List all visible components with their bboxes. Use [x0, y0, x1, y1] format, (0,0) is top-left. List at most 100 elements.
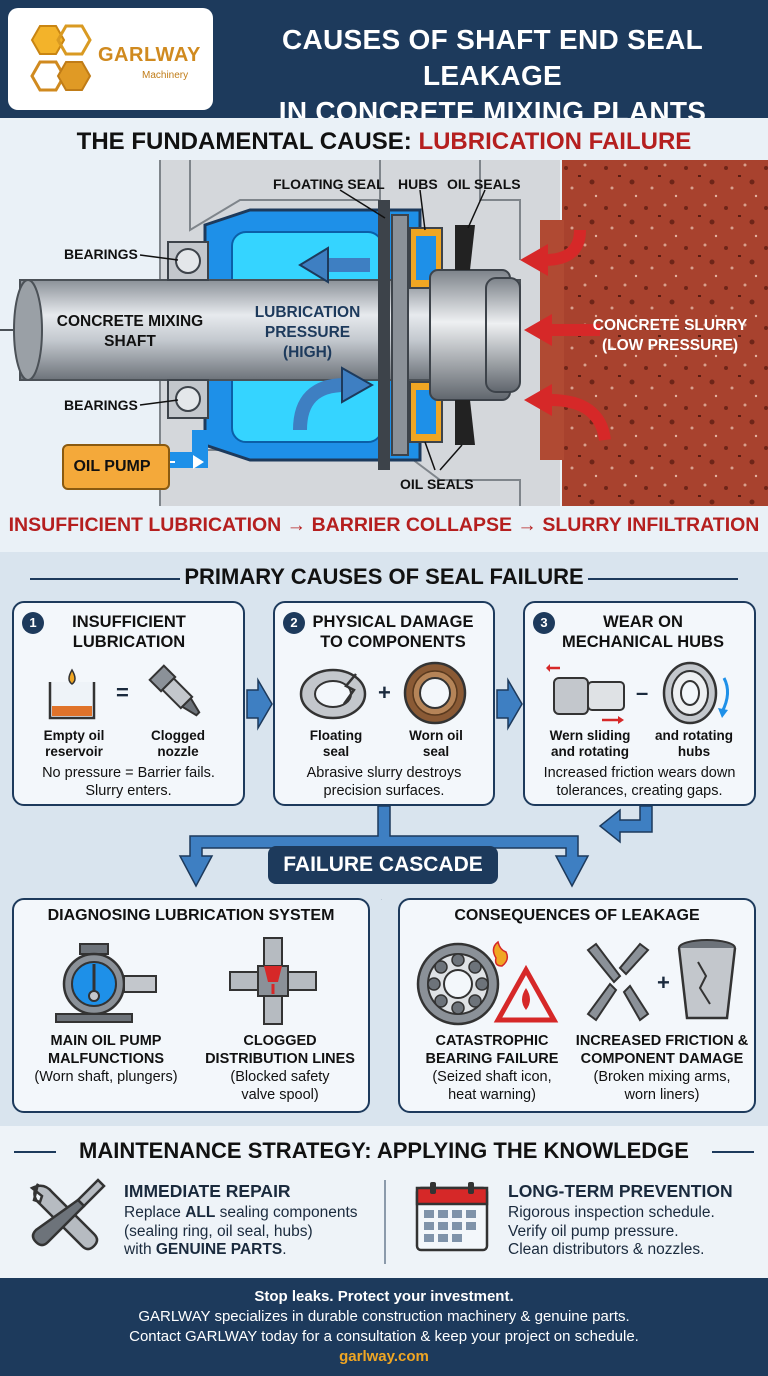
seal-cross-section-diagram	[0, 160, 768, 506]
cause-3-description: Increased friction wears down tolerances…	[527, 764, 752, 800]
broken-mixing-arms-icon	[586, 942, 650, 1022]
prevention-line-3: Clean distributors & nozzles.	[508, 1241, 705, 1258]
maint-vertical-divider	[384, 1180, 386, 1264]
cause-3-item-1-line-2: and rotating	[551, 744, 629, 759]
cause-3-item-1: Wern sliding and rotating	[544, 728, 636, 760]
label-slurry-line-1: CONCRETE SLURRY	[592, 317, 748, 334]
oil-seal-top	[455, 225, 475, 270]
floating-seal-icon	[299, 668, 367, 720]
fundamental-title-highlight: LUBRICATION FAILURE	[418, 128, 692, 155]
maintenance-title: MAINTENANCE STRATEGY: APPLYING THE KNOWL…	[79, 1138, 689, 1163]
label-pressure-line-2: PRESSURE	[264, 324, 351, 341]
consequences-item-1-desc: (Seized shaft icon, heat warning)	[410, 1068, 574, 1104]
cause-1-item-1: Empty oil reservoir	[34, 728, 114, 760]
consequences-item-1-line-1: CATASTROPHIC	[435, 1033, 549, 1049]
cause-1-item-2-line-2: nozzle	[157, 744, 199, 759]
cause-3-title-line-2: MECHANICAL HUBS	[562, 633, 724, 651]
cause-1-title-line-1: INSUFFICIENT	[72, 613, 186, 631]
logo-name: GARLWAY	[98, 44, 201, 66]
diagnosing-item-2-title: CLOGGED DISTRIBUTION LINES	[196, 1032, 364, 1068]
cause-1-item-1-line-1: Empty oil	[43, 728, 105, 743]
diagnosing-item-2-line-1: CLOGGED	[243, 1033, 317, 1049]
cause-2-description: Abrasive slurry destroys precision surfa…	[277, 764, 491, 800]
wrench-screwdriver-icon	[29, 1178, 106, 1251]
cause-3-operator: –	[636, 680, 649, 705]
primary-causes-title: PRIMARY CAUSES OF SEAL FAILURE	[184, 564, 584, 589]
repair-title: IMMEDIATE REPAIR	[124, 1181, 291, 1201]
cause-2-title-line-2: TO COMPONENTS	[320, 633, 466, 651]
diagnosing-item-2-desc-line-2: valve spool)	[241, 1087, 319, 1103]
label-oil-seals-bottom: OIL SEALS	[400, 476, 474, 492]
consequences-item-1-title: CATASTROPHIC BEARING FAILURE	[414, 1032, 570, 1068]
cause-3-item-2: and rotating hubs	[648, 728, 740, 760]
label-shaft-line-1: CONCRETE MIXING	[56, 313, 204, 330]
cause-1-description: No pressure = Barrier fails. Slurry ente…	[16, 764, 241, 800]
cause-1-title: INSUFFICIENT LUBRICATION	[40, 612, 218, 652]
title-line-1: CAUSES OF SHAFT END SEAL LEAKAGE	[281, 24, 703, 91]
cause-2-item-1: Floating seal	[296, 728, 376, 760]
cause-2-item-2-line-2: seal	[422, 744, 450, 759]
footer-website-link[interactable]: garlway.com	[339, 1348, 429, 1365]
repair-line-3-a: with	[124, 1241, 156, 1258]
cause-1-item-2-line-1: Clogged	[151, 728, 205, 743]
cause-2-item-2: Worn oil seal	[396, 728, 476, 760]
cause-3-desc-line-1: Increased friction wears down	[543, 765, 736, 781]
cause-3-item-1-line-1: Wern sliding	[549, 728, 631, 743]
consequences-item-1-desc-line-2: heat warning)	[448, 1087, 536, 1103]
maint-divider-left	[14, 1151, 56, 1153]
consequences-item-2-line-2: COMPONENT DAMAGE	[580, 1051, 744, 1067]
cause-2-title-line-1: PHYSICAL DAMAGE	[312, 613, 474, 631]
consequences-item-2-desc-line-2: worn liners)	[624, 1087, 700, 1103]
label-pressure-line-3: (HIGH)	[282, 344, 333, 361]
logo[interactable]: GARLWAY Machinery	[8, 8, 213, 110]
cause-number-3: 3	[533, 612, 555, 634]
label-oil-seals-top: OIL SEALS	[447, 176, 521, 192]
repair-line-3-emphasis: GENUINE PARTS	[155, 1241, 283, 1258]
fundamental-title-prefix: THE FUNDAMENTAL CAUSE:	[76, 128, 419, 155]
failure-cascade-badge: FAILURE CASCADE	[268, 846, 498, 884]
worn-hub-icon	[546, 664, 625, 724]
repair-line-3-c: .	[282, 1241, 287, 1258]
repair-line-1-c: sealing components	[215, 1204, 358, 1221]
diagnosing-item-1-line-2: MALFUNCTIONS	[48, 1051, 164, 1067]
hexagon-logo-icon	[30, 24, 92, 92]
cause-number-1: 1	[22, 612, 44, 634]
worn-oil-seal-icon	[403, 661, 467, 725]
calendar-icon	[415, 1182, 489, 1252]
cause-3-desc-line-2: tolerances, creating gaps.	[556, 783, 723, 799]
consequences-item-2-title: INCREASED FRICTION & COMPONENT DAMAGE	[570, 1032, 754, 1068]
label-pressure-line-1: LUBRICATION	[254, 304, 361, 321]
cause-1-desc-line-2: Slurry enters.	[85, 783, 172, 799]
label-slurry-line-2: (LOW PRESSURE)	[601, 337, 739, 354]
label-lubrication-pressure: LUBRICATION PRESSURE (HIGH)	[240, 303, 375, 363]
cause-2-item-2-line-1: Worn oil	[409, 728, 463, 743]
label-shaft-line-2: SHAFT	[104, 333, 156, 350]
cause-2-title: PHYSICAL DAMAGE TO COMPONENTS	[303, 612, 483, 652]
bearing-failure-icon	[416, 940, 559, 1026]
prevention-line-1: Rigorous inspection schedule.	[508, 1204, 715, 1221]
maint-divider-right	[712, 1151, 754, 1153]
repair-line-3: with GENUINE PARTS.	[124, 1241, 384, 1260]
bearing-bottom	[175, 386, 201, 412]
cause-2-desc-line-2: precision surfaces.	[323, 783, 445, 799]
diagnosing-item-2-desc: (Blocked safety valve spool)	[196, 1068, 364, 1104]
repair-line-2: (sealing ring, oil seal, hubs)	[124, 1222, 313, 1240]
label-bearings-top: BEARINGS	[64, 246, 138, 262]
footer-about: GARLWAY specializes in durable construct…	[138, 1308, 630, 1325]
label-hubs: HUBS	[398, 176, 438, 192]
label-bearings-bottom: BEARINGS	[64, 397, 138, 413]
logo-subtitle: Machinery	[142, 70, 189, 81]
cause-2-item-1-line-2: seal	[322, 744, 350, 759]
consequences-item-2-desc: (Broken mixing arms, worn liners)	[576, 1068, 748, 1104]
cause-1-title-line-2: LUBRICATION	[72, 633, 186, 651]
worn-liner-icon	[677, 939, 737, 1020]
page-title: CAUSES OF SHAFT END SEAL LEAKAGE IN CONC…	[225, 22, 760, 130]
consequences-item-1-desc-line-1: (Seized shaft icon,	[432, 1069, 552, 1085]
repair-line-1: Replace ALL sealing components	[124, 1204, 384, 1223]
footer: Stop leaks. Protect your investment. GAR…	[0, 1278, 768, 1376]
consequences-item-2-desc-line-1: (Broken mixing arms,	[593, 1069, 731, 1085]
cause-1-desc-line-1: No pressure = Barrier fails.	[42, 765, 215, 781]
footer-tagline: Stop leaks. Protect your investment.	[254, 1288, 514, 1305]
diagnosing-title: DIAGNOSING LUBRICATION SYSTEM	[47, 907, 335, 924]
cause-3-item-2-line-1: and rotating	[655, 728, 733, 743]
